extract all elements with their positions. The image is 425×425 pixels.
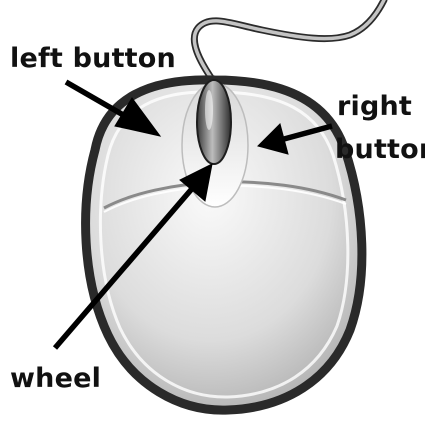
left-button-label: left button	[10, 43, 176, 74]
mouse-cable	[190, 0, 388, 86]
wheel-label: wheel	[10, 363, 102, 394]
arrows	[52, 79, 333, 350]
scroll-wheel	[196, 79, 232, 165]
wheel-arrow	[52, 182, 199, 350]
mouse-body	[81, 75, 367, 415]
right-button-label-line2: button	[335, 134, 425, 165]
right-button-label-line1: right	[337, 91, 413, 122]
left-button-arrow	[64, 79, 134, 123]
right-button-arrow	[283, 123, 333, 142]
